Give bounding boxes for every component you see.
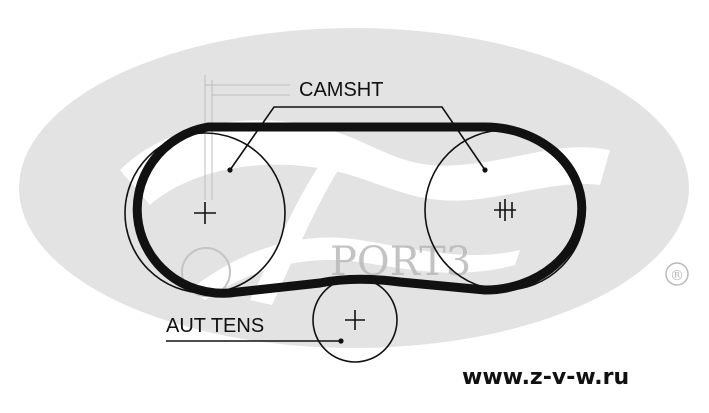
- right-camshaft-pulley: [424, 129, 586, 291]
- timing-belt: [132, 122, 587, 298]
- camshaft-label: CAMSHT: [299, 79, 383, 101]
- left-pulley-center-cross: [194, 202, 216, 224]
- reference-lines: [204, 75, 290, 200]
- right-pulley-center-cross: [494, 199, 516, 221]
- tensioner-center-cross: [345, 310, 365, 330]
- tensioner-callout: AUT TENS: [166, 315, 341, 342]
- tensioner-circle: [312, 277, 398, 363]
- tensioner-label: AUT TENS: [166, 315, 264, 337]
- watermark-registered-mark: ®: [670, 268, 684, 284]
- left-pulley-circle: [124, 132, 286, 294]
- watermark-logo: ® PORT3: [19, 28, 689, 348]
- footer-url: www.z-v-w.ru: [462, 365, 629, 390]
- camshaft-leader-line: [229, 106, 486, 171]
- watermark-registered-circle: [665, 262, 689, 286]
- watermark-script-stroke: [250, 150, 350, 305]
- watermark-ellipse: [19, 28, 689, 348]
- camshaft-callout: CAMSHT: [229, 79, 486, 171]
- right-pulley-circle: [424, 129, 586, 291]
